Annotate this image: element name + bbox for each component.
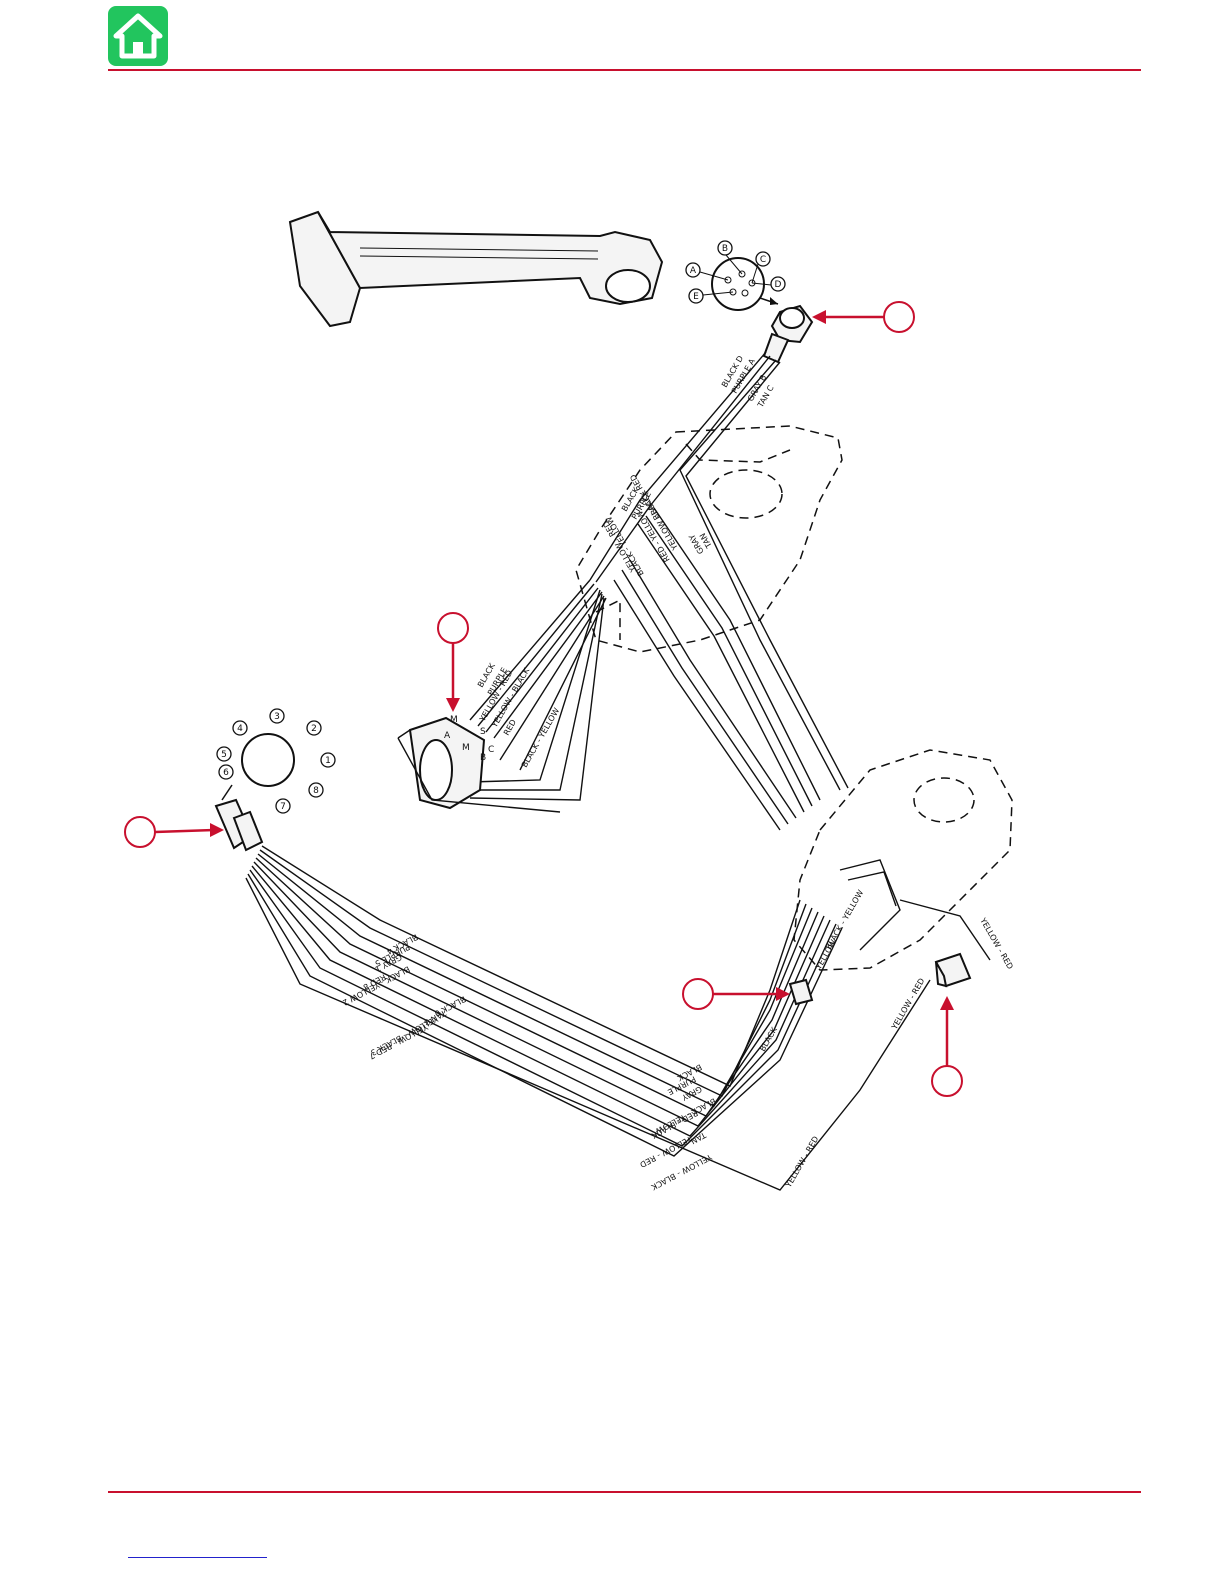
connector-top-pin: D [770, 276, 786, 292]
svg-text:S: S [480, 727, 486, 737]
trim-switch [934, 952, 972, 988]
svg-text:YELLOW - RED: YELLOW - RED [889, 977, 926, 1032]
connector-left-pin: 7 [275, 798, 291, 814]
connector-left-pin: 1 [320, 752, 336, 768]
svg-text:B: B [722, 244, 728, 254]
connector-left-pin: 4 [232, 720, 248, 736]
control-handle [288, 210, 664, 328]
connector-left-pin: 8 [308, 782, 324, 798]
svg-text:C: C [760, 255, 766, 265]
svg-text:B: B [480, 753, 486, 763]
neutral-switch [788, 978, 814, 1006]
ignition-switch [397, 716, 561, 813]
svg-text:YELLOW - RED: YELLOW - RED [978, 916, 1015, 971]
svg-text:3: 3 [274, 712, 280, 722]
wire-bundle-bottom [245, 845, 931, 1191]
wire-bundle-top [589, 351, 849, 831]
callout-trim-switch [931, 996, 963, 1097]
connector-top-pin: B [717, 240, 733, 256]
svg-text:E: E [693, 292, 699, 302]
callout-plug-left [124, 816, 224, 848]
callout-plug-top [812, 301, 915, 333]
wire-labels-right: YELLOW - RED YELLOW - RED BLACK - YELLOW [824, 888, 1015, 1032]
connector-top-pin: A [685, 262, 701, 278]
svg-text:7: 7 [280, 802, 286, 812]
callout-ignition-switch [437, 612, 469, 712]
footer-rule [108, 1491, 1141, 1493]
svg-text:YELLOW - RED: YELLOW - RED [783, 1135, 820, 1190]
plug-top [762, 304, 814, 364]
connector-left: 1 2 3 4 5 6 7 8 [216, 708, 336, 814]
svg-text:1: 1 [325, 756, 331, 766]
connector-top-pin: C [755, 251, 771, 267]
connector-left-pin: 3 [269, 708, 285, 724]
connector-top-pin: E [688, 288, 704, 304]
connector-left-pin: 6 [218, 764, 234, 780]
connector-left-pin: 2 [306, 720, 322, 736]
svg-text:5: 5 [221, 750, 227, 760]
wire-labels-bottom: BLACK 4 PURPLE 5 GRAY 1 BLACK - YELLOW 2… [341, 932, 838, 1192]
wire-labels-top: BLACK D PURPLE A GRAY B TAN C BLACK PURP… [601, 354, 776, 577]
housing-lower [793, 749, 1013, 971]
svg-text:A: A [690, 266, 697, 276]
callout-neutral-switch [682, 978, 790, 1010]
svg-text:4: 4 [237, 724, 243, 734]
svg-text:C: C [488, 745, 494, 755]
svg-text:BLACK - YELLOW: BLACK - YELLOW [520, 706, 561, 769]
header-rule [108, 69, 1141, 71]
footer-link-underline[interactable] [128, 1557, 267, 1558]
home-icon [113, 13, 163, 59]
svg-text:6: 6 [223, 768, 229, 778]
wire-bundle-mid [469, 579, 607, 801]
svg-text:D: D [775, 280, 782, 290]
svg-text:M: M [450, 715, 458, 725]
svg-text:YELLOW - RED: YELLOW - RED [638, 1134, 694, 1169]
svg-text:2: 2 [311, 724, 317, 734]
housing-upper [575, 425, 843, 653]
svg-text:8: 8 [313, 786, 319, 796]
plug-left [214, 798, 264, 852]
connector-top: A B C D E [685, 240, 786, 311]
home-button[interactable] [108, 6, 168, 66]
connector-left-pin: 5 [216, 746, 232, 762]
wire-labels-mid: BLACK PURPLE YELLOW - RED YELLOW - BLACK… [444, 661, 561, 769]
svg-text:M: M [462, 743, 470, 753]
svg-text:A: A [444, 731, 451, 741]
svg-text:BLACK - YELLOW: BLACK - YELLOW [824, 888, 865, 951]
